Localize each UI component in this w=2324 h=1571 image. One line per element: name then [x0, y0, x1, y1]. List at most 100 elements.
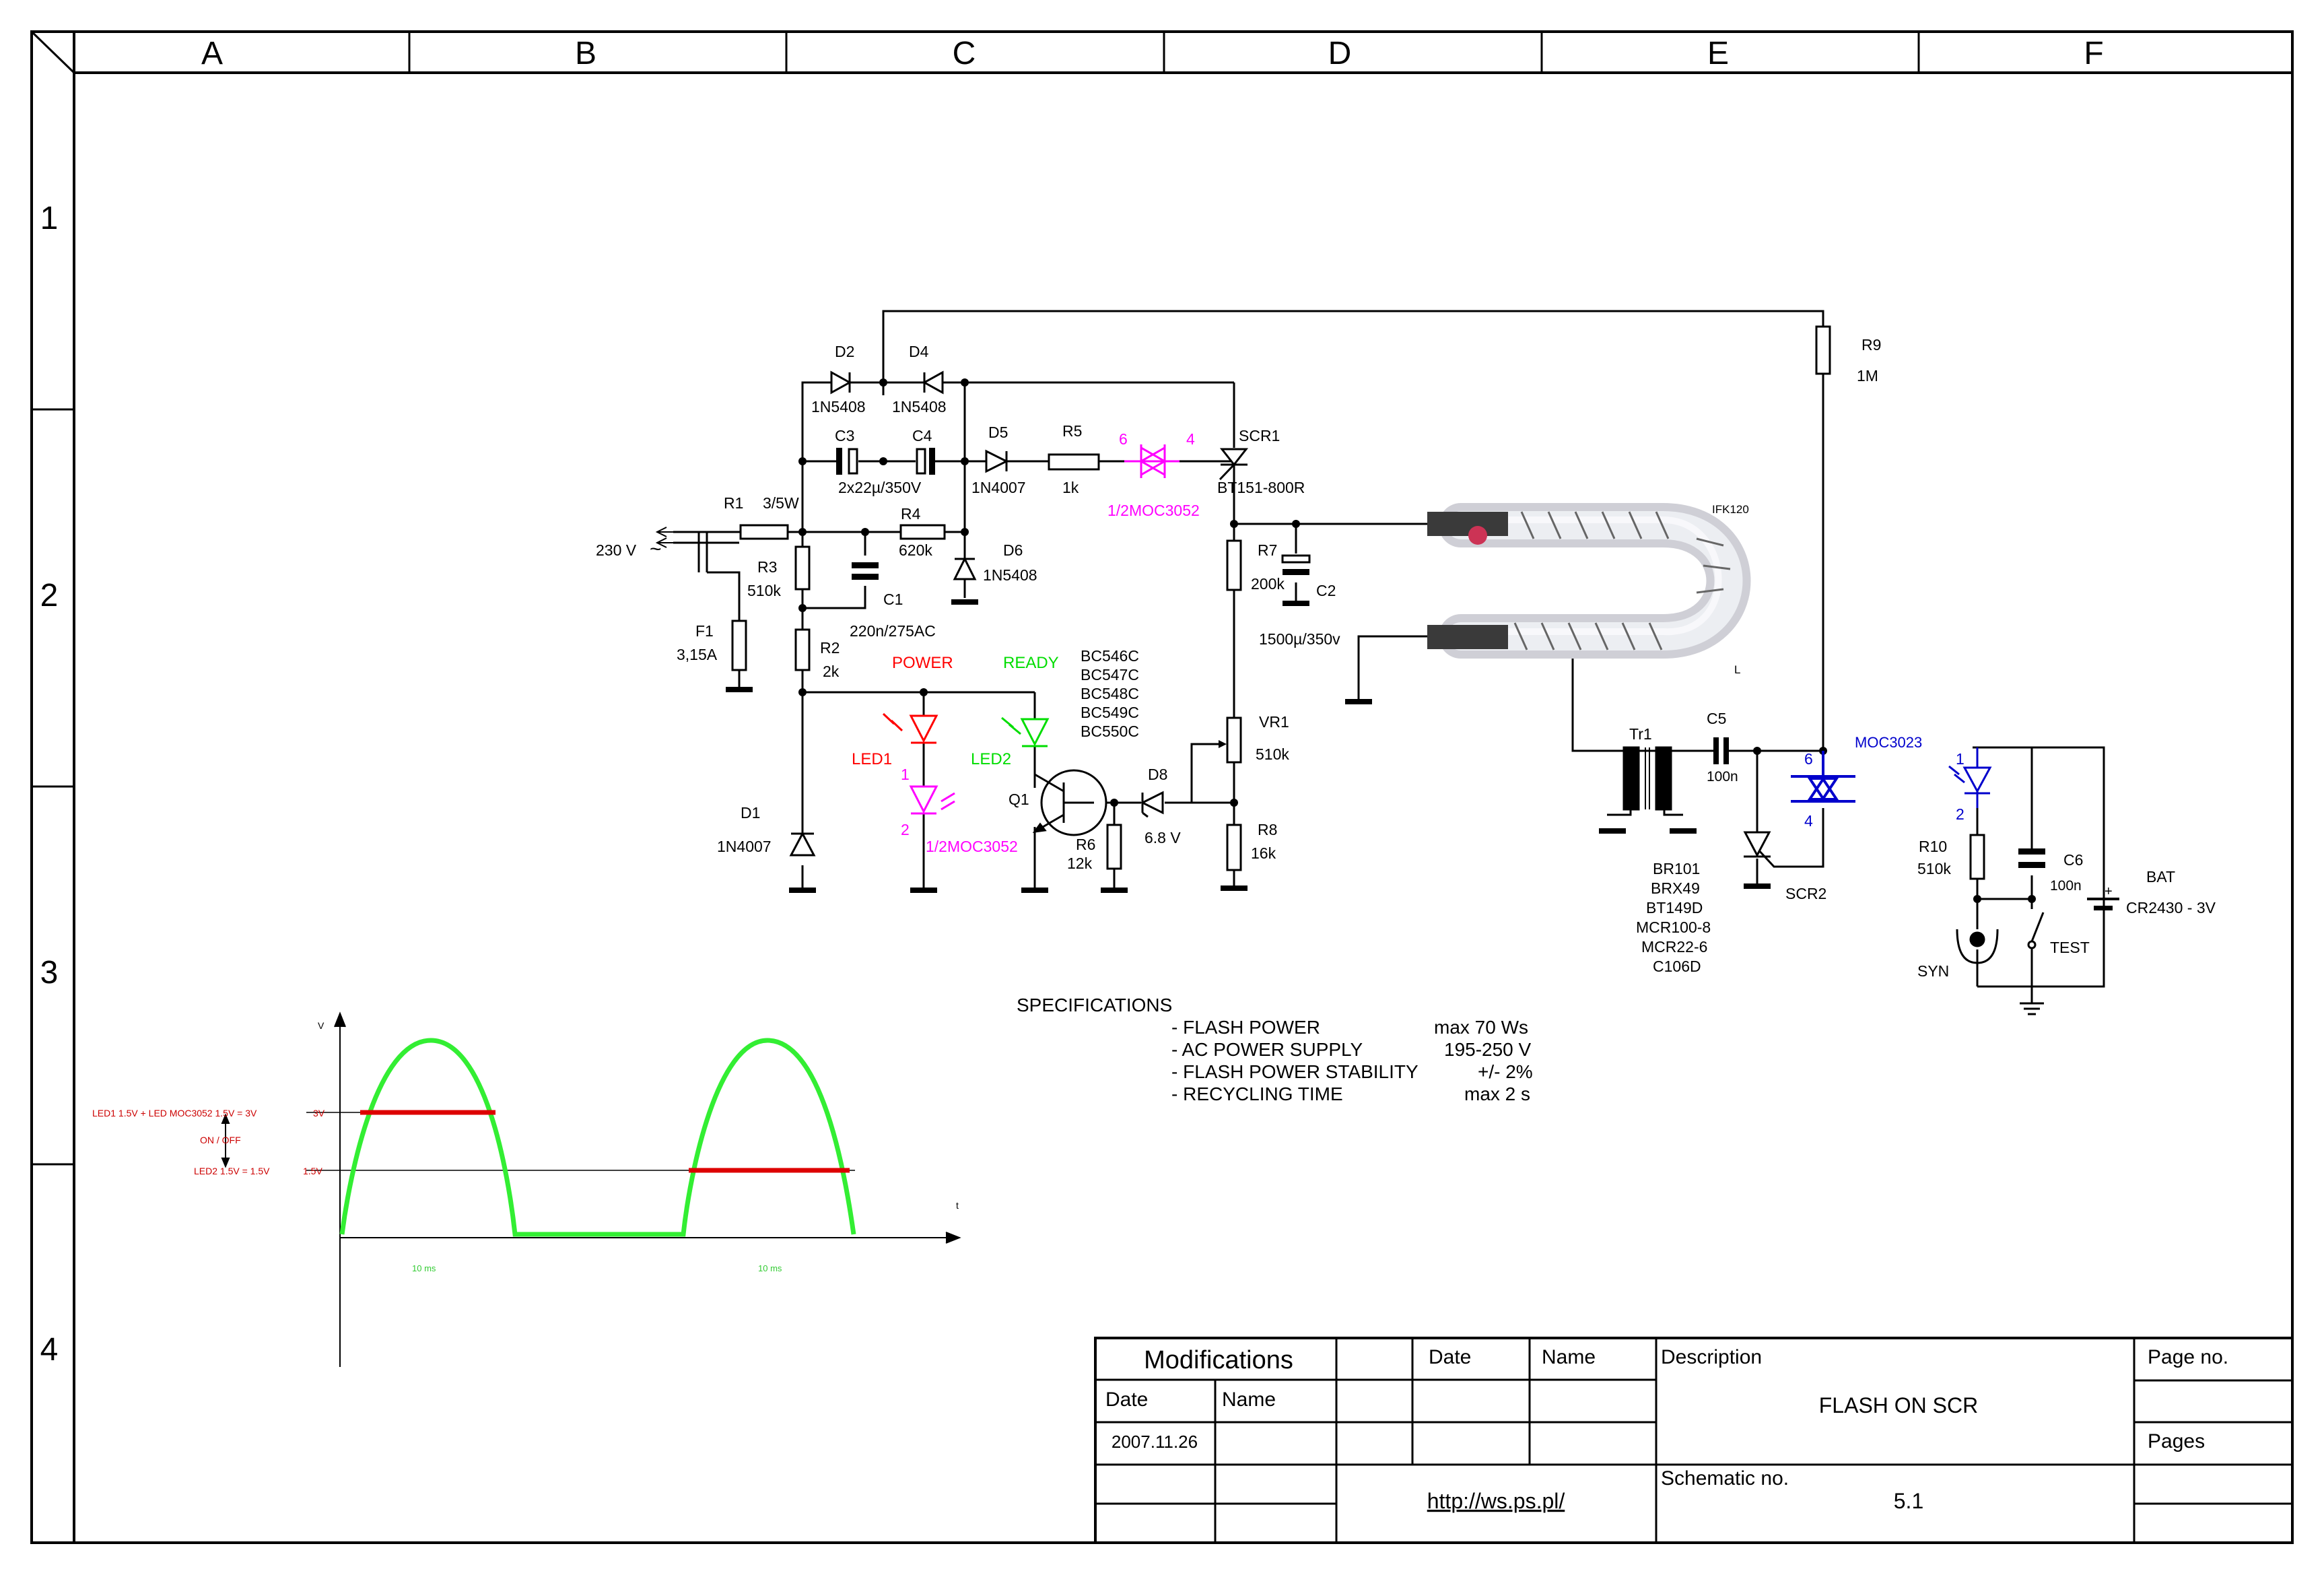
junction-dot — [1230, 520, 1238, 528]
test-button-switch[interactable] — [2027, 902, 2045, 949]
label-syn: SYN — [1917, 962, 1949, 980]
ground-symbol — [1744, 883, 1771, 889]
spec-name: - FLASH POWER — [1171, 1017, 1320, 1038]
waveform-diagram: V t 3V 1.5V LED1 1.5V + LED MOC3052 1.5V… — [92, 1011, 961, 1367]
led2-ready — [1001, 716, 1050, 747]
resistor-r1 — [739, 524, 789, 540]
label-transistor-5: BC550C — [1081, 723, 1139, 740]
label-transistor-4: BC549C — [1081, 704, 1139, 721]
label-r1: R1 — [724, 494, 743, 512]
label-scr-alt-4: MCR100-8 — [1636, 918, 1711, 936]
moc3023-led — [1948, 747, 1992, 808]
label-bat-plus: + — [2105, 884, 2113, 899]
waveform-led2-note: LED2 1.5V = 1.5V — [194, 1166, 270, 1176]
label-d1: D1 — [741, 804, 760, 822]
column-labels: A B C D E F — [201, 36, 2104, 71]
junction-dot — [961, 528, 969, 536]
opto-triac-moc3052-top — [1124, 444, 1180, 478]
label-vr1-value: 510k — [1256, 745, 1289, 763]
label-power: POWER — [892, 654, 953, 672]
title-block: Modifications Date Name Date Name 2007.1… — [1094, 1337, 2294, 1544]
spec-name: - AC POWER SUPPLY — [1171, 1039, 1363, 1060]
spec-value: +/- 2% — [1478, 1061, 1533, 1082]
label-tube-l: L — [1734, 663, 1740, 676]
row-label-4: 4 — [40, 1332, 59, 1368]
label-ac-input: 230 V — [596, 541, 637, 559]
column-label-e: E — [1707, 36, 1729, 71]
waveform-y-axis-label: V — [318, 1020, 324, 1031]
opto-led-moc3052-bottom — [909, 785, 955, 815]
mod-date-label: Date — [1105, 1389, 1148, 1411]
potentiometer-vr1 — [1226, 716, 1242, 764]
fuse-f1 — [731, 620, 747, 671]
label-r9-value: 1M — [1857, 367, 1878, 385]
label-scr1-value: BT151-800R — [1217, 479, 1305, 496]
waveform-axes — [306, 1011, 961, 1367]
label-transistor-2: BC547C — [1081, 666, 1139, 683]
label-c1: C1 — [883, 591, 903, 608]
mod-name-label: Name — [1222, 1389, 1276, 1411]
label-c4: C4 — [912, 427, 932, 444]
label-r1-value: 3/5W — [763, 494, 799, 512]
label-r9: R9 — [1861, 336, 1881, 354]
ground-symbol — [1670, 828, 1697, 834]
label-d2-value: 1N5408 — [811, 398, 866, 415]
diode-d4 — [912, 370, 944, 395]
column-label-d: D — [1328, 36, 1352, 71]
rectified-waveform — [339, 1038, 856, 1237]
resistor-r6 — [1106, 824, 1122, 870]
label-c5-value: 100n — [1707, 769, 1738, 784]
capacitor-c1 — [852, 562, 879, 580]
opto-triac-moc3023 — [1791, 751, 1855, 803]
label-tube: IFK120 — [1712, 503, 1749, 516]
resistor-r2 — [794, 628, 811, 671]
junction-dot — [1110, 799, 1118, 807]
modifications-heading: Modifications — [1144, 1346, 1293, 1374]
row-label-1: 1 — [40, 201, 59, 236]
waveform-onoff-label: ON / OFF — [200, 1135, 241, 1145]
capacitor-c4 — [916, 448, 935, 475]
label-r3: R3 — [757, 558, 777, 576]
transistor-q1 — [1032, 769, 1107, 836]
mod-date-value: 2007.11.26 — [1112, 1432, 1198, 1452]
resistor-r7 — [1226, 539, 1242, 591]
label-scr-alt-2: BRX49 — [1651, 879, 1700, 897]
component-labels: D2 1N5408 D4 1N5408 C3 C4 2x22µ/350V D5 … — [596, 336, 2216, 980]
label-opto-top: 1/2MOC3052 — [1107, 502, 1200, 519]
label-moc3023: MOC3023 — [1855, 734, 1922, 751]
label-d4: D4 — [909, 343, 929, 360]
description-label: Description — [1661, 1346, 1762, 1368]
ground-symbol — [789, 888, 816, 893]
ground-symbol — [1221, 885, 1248, 891]
label-transistor-1: BC546C — [1081, 647, 1139, 665]
junction-dot — [798, 457, 807, 465]
spec-value: 195-250 V — [1444, 1039, 1532, 1060]
ground-symbol — [1283, 601, 1309, 606]
label-d1-value: 1N4007 — [717, 838, 772, 855]
junction-dot — [798, 604, 807, 612]
label-d6: D6 — [1003, 541, 1023, 559]
label-opto-led-pin2: 2 — [901, 821, 910, 838]
resistor-r9 — [1815, 325, 1831, 375]
ground-symbol — [910, 888, 937, 893]
waveform-level-3v: 3V — [313, 1108, 325, 1118]
ground-chassis-symbol — [2020, 1002, 2044, 1015]
label-c5: C5 — [1707, 710, 1726, 727]
label-scr1: SCR1 — [1239, 427, 1280, 444]
label-c6-value: 100n — [2050, 878, 2082, 894]
junction-dot — [879, 378, 887, 387]
junction-dot — [2028, 895, 2036, 903]
website-link[interactable]: http://ws.ps.pl/ — [1427, 1489, 1565, 1513]
label-r10: R10 — [1919, 838, 1947, 855]
label-bat-value: CR2430 - 3V — [2126, 899, 2216, 916]
page-no-label: Page no. — [2148, 1346, 2228, 1368]
label-d5: D5 — [988, 424, 1008, 441]
ground-symbol — [1021, 888, 1048, 893]
zener-d8 — [1138, 791, 1164, 818]
label-r10-value: 510k — [1917, 860, 1951, 877]
junction-dot — [920, 688, 928, 696]
junction-dots — [798, 378, 2036, 903]
label-r6-value: 12k — [1067, 855, 1093, 872]
diode-d5 — [982, 449, 1018, 473]
capacitor-c3 — [836, 448, 858, 475]
